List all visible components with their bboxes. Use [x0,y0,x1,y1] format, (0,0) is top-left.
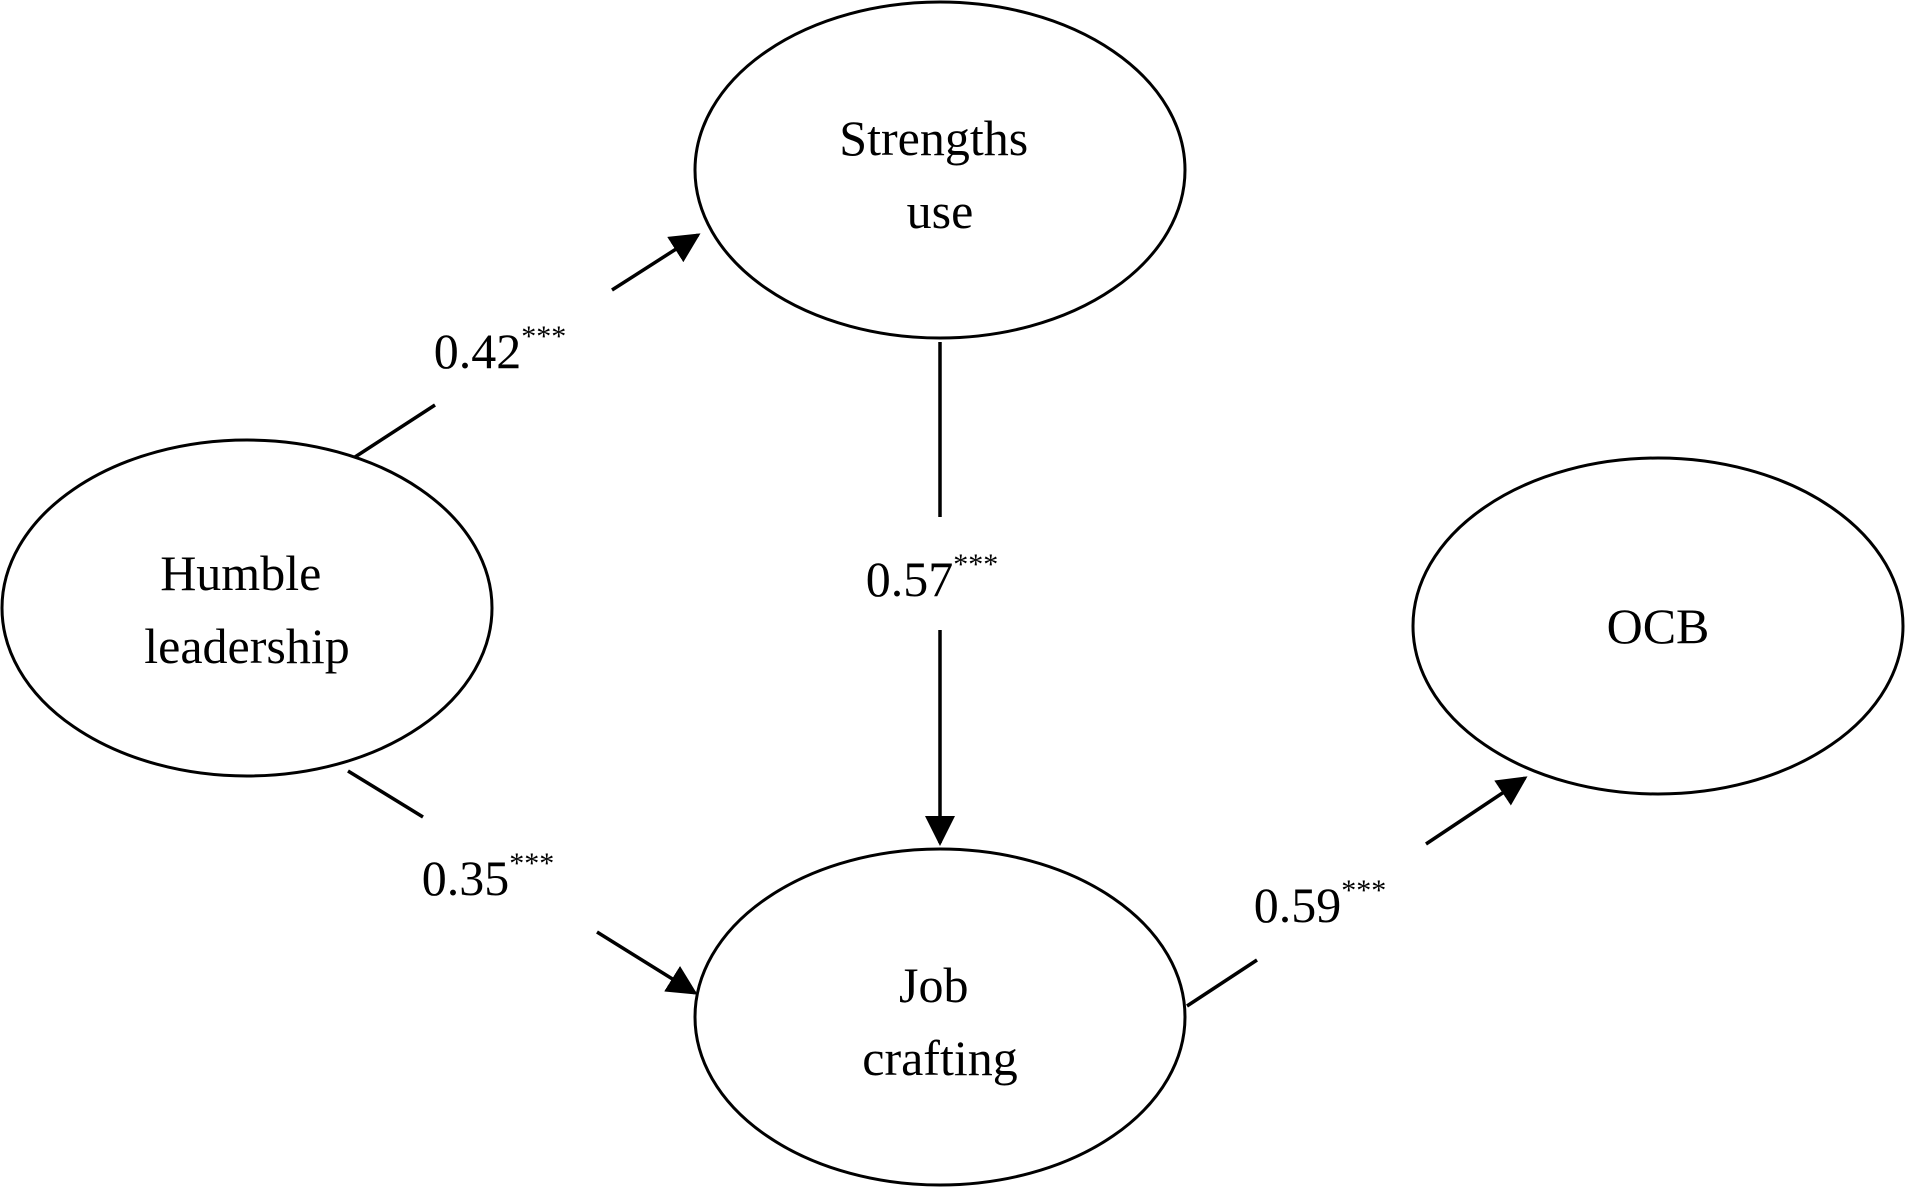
node-label-humble-leadership-line1: Humble [160,545,321,601]
significance-humble-strengths: *** [521,320,566,353]
node-label-job-crafting: Job crafting [862,957,1017,1086]
edge-label-humble-job: 0.35*** [422,847,555,906]
edge-job-to-ocb: 0.59*** [1186,776,1528,1008]
node-label-strengths-use-line1: Strengths [839,110,1028,166]
node-label-strengths-use: Strengths use [839,110,1040,239]
edge-line-humble-strengths-lower [354,403,436,459]
node-shape-humble-leadership [0,438,494,778]
coefficient-humble-job: 0.35 [422,850,510,906]
node-label-strengths-use-line2: use [907,183,974,239]
node-humble-leadership: Humble leadership [0,438,494,778]
edge-humble-to-job: 0.35*** [347,769,698,995]
node-shape-strengths-use [693,0,1187,340]
edge-label-strengths-job: 0.57*** [866,548,999,607]
node-shape-job-crafting [693,847,1187,1187]
node-strengths-use: Strengths use [693,0,1187,340]
node-label-humble-leadership: Humble leadership [144,545,349,674]
edge-line-job-ocb-lower [1186,958,1258,1008]
node-label-job-crafting-line1: Job [899,957,968,1013]
node-label-job-crafting-line2: crafting [862,1030,1017,1086]
edge-line-humble-job-lower [596,930,698,995]
node-label-ocb-line1: OCB [1607,598,1710,654]
coefficient-job-ocb: 0.59 [1254,877,1342,933]
significance-strengths-job: *** [953,548,998,581]
edge-strengths-to-job: 0.57*** [866,342,999,846]
edge-line-humble-job-upper [347,769,424,819]
edge-label-humble-strengths: 0.42*** [434,320,567,379]
node-label-ocb: OCB [1607,598,1710,654]
node-ocb: OCB [1411,456,1905,796]
edge-humble-to-strengths: 0.42*** [354,233,701,459]
node-label-humble-leadership-line2: leadership [144,618,349,674]
edge-label-job-ocb: 0.59*** [1254,874,1387,933]
edge-line-humble-strengths-upper [611,233,701,292]
significance-humble-job: *** [509,847,554,880]
node-job-crafting: Job crafting [693,847,1187,1187]
node-shape-ocb [1411,456,1905,796]
edge-line-job-ocb-upper [1425,776,1528,846]
coefficient-strengths-job: 0.57 [866,551,954,607]
significance-job-ocb: *** [1341,874,1386,907]
coefficient-humble-strengths: 0.42 [434,323,522,379]
